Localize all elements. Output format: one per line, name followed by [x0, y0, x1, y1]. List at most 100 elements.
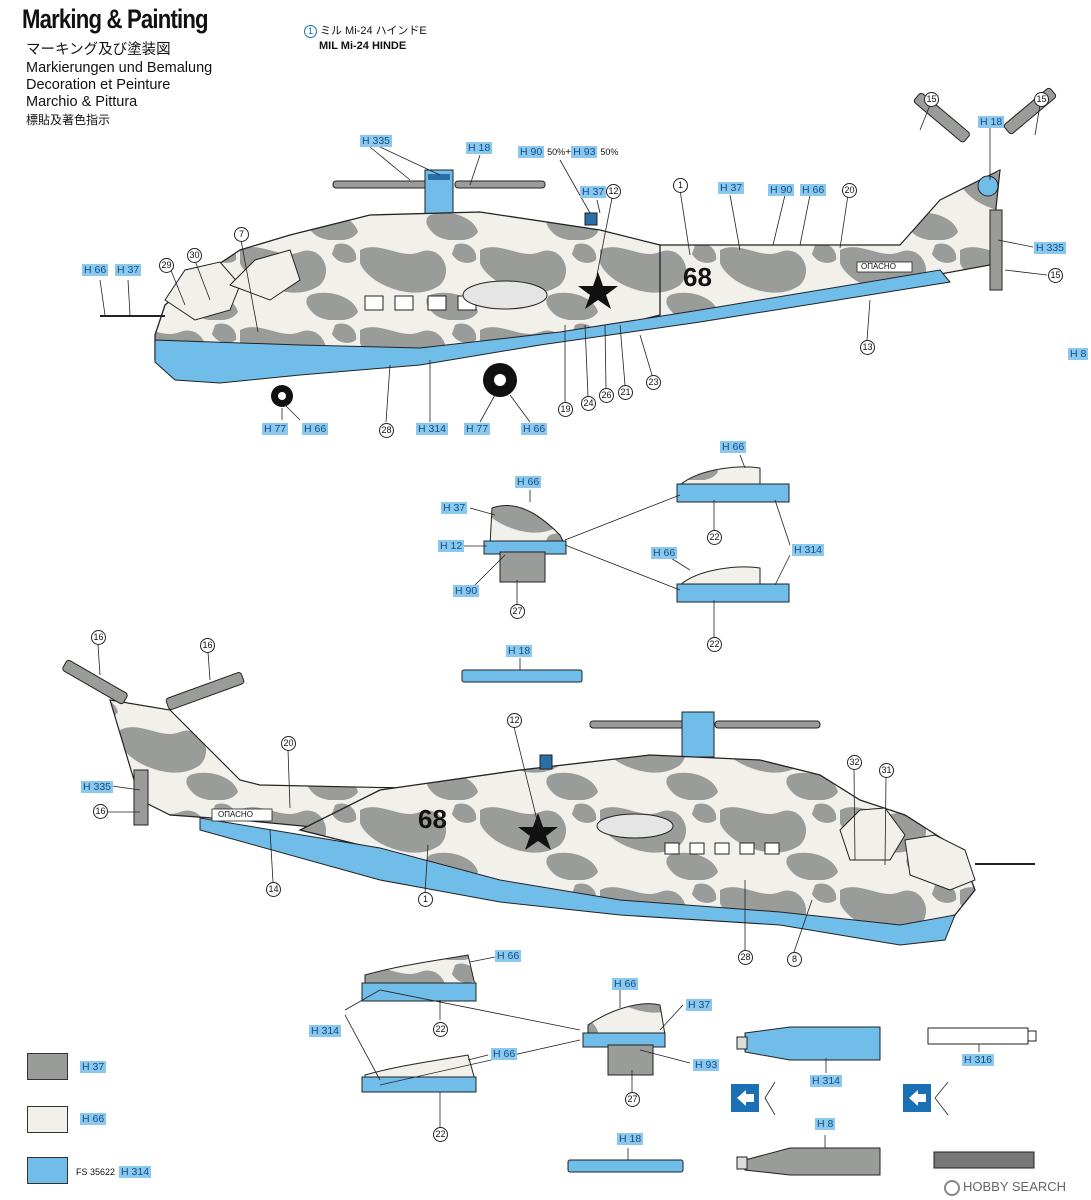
part-13: 13 [860, 340, 875, 355]
part-16-b: 16 [200, 638, 215, 653]
callout-h66-mainwheel: H 66 [521, 423, 548, 435]
callout-h66-nosewheel: H 66 [302, 423, 329, 435]
callout-h77-mainwheel: H 77 [464, 423, 491, 435]
callout-h335-tail: H 335 [1034, 242, 1067, 254]
callout-h37-intake: H 37 [441, 502, 468, 514]
part-1-bottom: 1 [418, 892, 433, 907]
part-16-a: 16 [91, 630, 106, 645]
part-26: 26 [599, 388, 614, 403]
detail-parts-bottom [361, 954, 1037, 1176]
part-20-bottom: 20 [281, 736, 296, 751]
callout-h66-panel2-bottom: H 66 [491, 1048, 518, 1060]
leader-lines-parts-bottom [344, 956, 980, 1160]
callout-h37-light: H 37 [580, 186, 607, 198]
callout-h18-strip: H 18 [506, 645, 533, 657]
callout-h37-intake-bottom: H 37 [686, 999, 713, 1011]
part-29: 29 [159, 258, 174, 273]
part-15-b: 15 [1034, 92, 1049, 107]
part-22-b: 22 [707, 637, 722, 652]
model-name-en: MIL Mi-24 HINDE [319, 40, 407, 52]
part-1-top: 1 [673, 178, 688, 193]
callout-h66-nose: H 66 [82, 264, 109, 276]
part-7: 7 [234, 227, 249, 242]
subtitle-french: Decoration et Peinture [26, 77, 171, 93]
part-28-top: 28 [379, 423, 394, 438]
callout-h8-pod: H 8 [815, 1118, 836, 1130]
watermark: HOBBY SEARCH [944, 1179, 1066, 1196]
callout-h77-nosewheel: H 77 [262, 423, 289, 435]
helicopter-top-profile [100, 87, 1057, 407]
part-22-a: 22 [707, 530, 722, 545]
part-15-c: 15 [1048, 268, 1063, 283]
part-12-top: 12 [606, 184, 621, 199]
side-number-top: 68 [683, 262, 712, 292]
legend-swatch-blue [27, 1157, 68, 1184]
watermark-logo-icon [944, 1179, 960, 1196]
subtitle-italian: Marchio & Pittura [26, 94, 138, 110]
page-title: Marking & Painting [22, 4, 209, 34]
subtitle-german: Markierungen und Bemalung [26, 60, 213, 76]
legend-swatch-white [27, 1106, 68, 1133]
callout-h314-panels-bottom: H 314 [309, 1025, 342, 1037]
callout-h66-intake-bottom: H 66 [612, 978, 639, 990]
part-20-top: 20 [842, 183, 857, 198]
subtitle-chinese: 標貼及著色指示 [26, 113, 111, 127]
callout-h37-mid: H 37 [718, 182, 745, 194]
callout-h18-tailrotor: H 18 [978, 116, 1005, 128]
callout-h90-intake: H 90 [453, 585, 480, 597]
part-8: 8 [787, 952, 802, 967]
part-24: 24 [581, 396, 596, 411]
part-21: 21 [618, 385, 633, 400]
legend-label-grey: H 37 [80, 1061, 107, 1073]
part-22-c: 22 [433, 1022, 448, 1037]
callout-h93-bottom: H 93 [693, 1059, 720, 1071]
callout-h66-panel-lower: H 66 [651, 547, 678, 559]
stencil-top: ОПАСНО [861, 262, 896, 271]
callout-h335-bottom: H 335 [81, 781, 114, 793]
part-22-d: 22 [433, 1127, 448, 1142]
model-number: 1 [304, 25, 317, 38]
callout-h12-intake: H 12 [438, 540, 465, 552]
side-number-bottom: 68 [418, 804, 447, 834]
leader-lines-bottom [97, 644, 887, 953]
part-12-bottom: 12 [507, 713, 522, 728]
callout-h18-hub: H 18 [466, 142, 493, 154]
part-31: 31 [879, 763, 894, 778]
stencil-bottom: ОПАСНО [218, 810, 253, 819]
callout-h8-edge: H 8 [1068, 348, 1089, 360]
leader-lines-mid [462, 454, 791, 670]
callout-h66-intake-top: H 66 [515, 476, 542, 488]
part-32: 32 [847, 755, 862, 770]
model-name-jp: ミル Mi-24 ハインドE [320, 25, 427, 37]
callout-h314-belly: H 314 [416, 423, 449, 435]
part-19: 19 [558, 402, 573, 417]
part-14: 14 [266, 882, 281, 897]
part-30: 30 [187, 248, 202, 263]
part-23: 23 [646, 375, 661, 390]
subtitle-japanese: マーキング及び塗装図 [26, 42, 171, 58]
callout-h314-pod: H 314 [810, 1075, 843, 1087]
callout-h18-strip-bottom: H 18 [617, 1133, 644, 1145]
part-27-top: 27 [510, 604, 525, 619]
detail-parts-mid [461, 466, 790, 683]
legend-label-white: H 66 [80, 1113, 107, 1125]
callout-h314-panels: H 314 [792, 544, 825, 556]
part-15-a: 15 [924, 92, 939, 107]
callout-h316-launcher: H 316 [962, 1054, 995, 1066]
part-27-bottom: 27 [625, 1092, 640, 1107]
part-16-c: 16 [93, 804, 108, 819]
callout-h37-nose: H 37 [115, 264, 142, 276]
part-28-bottom: 28 [738, 950, 753, 965]
callout-h335-rotor: H 335 [360, 135, 393, 147]
callout-h66-panel-upper: H 66 [720, 441, 747, 453]
callout-h66-panel1-bottom: H 66 [495, 950, 522, 962]
callout-h90-mid: H 90 [768, 184, 795, 196]
legend-swatch-grey [27, 1053, 68, 1080]
leader-lines-top [99, 104, 1048, 423]
callout-h90-h93-mix: H 90 50%+H 93 50% [518, 146, 619, 158]
helicopter-bottom-profile [62, 659, 1035, 946]
callout-h66-mid: H 66 [800, 184, 827, 196]
